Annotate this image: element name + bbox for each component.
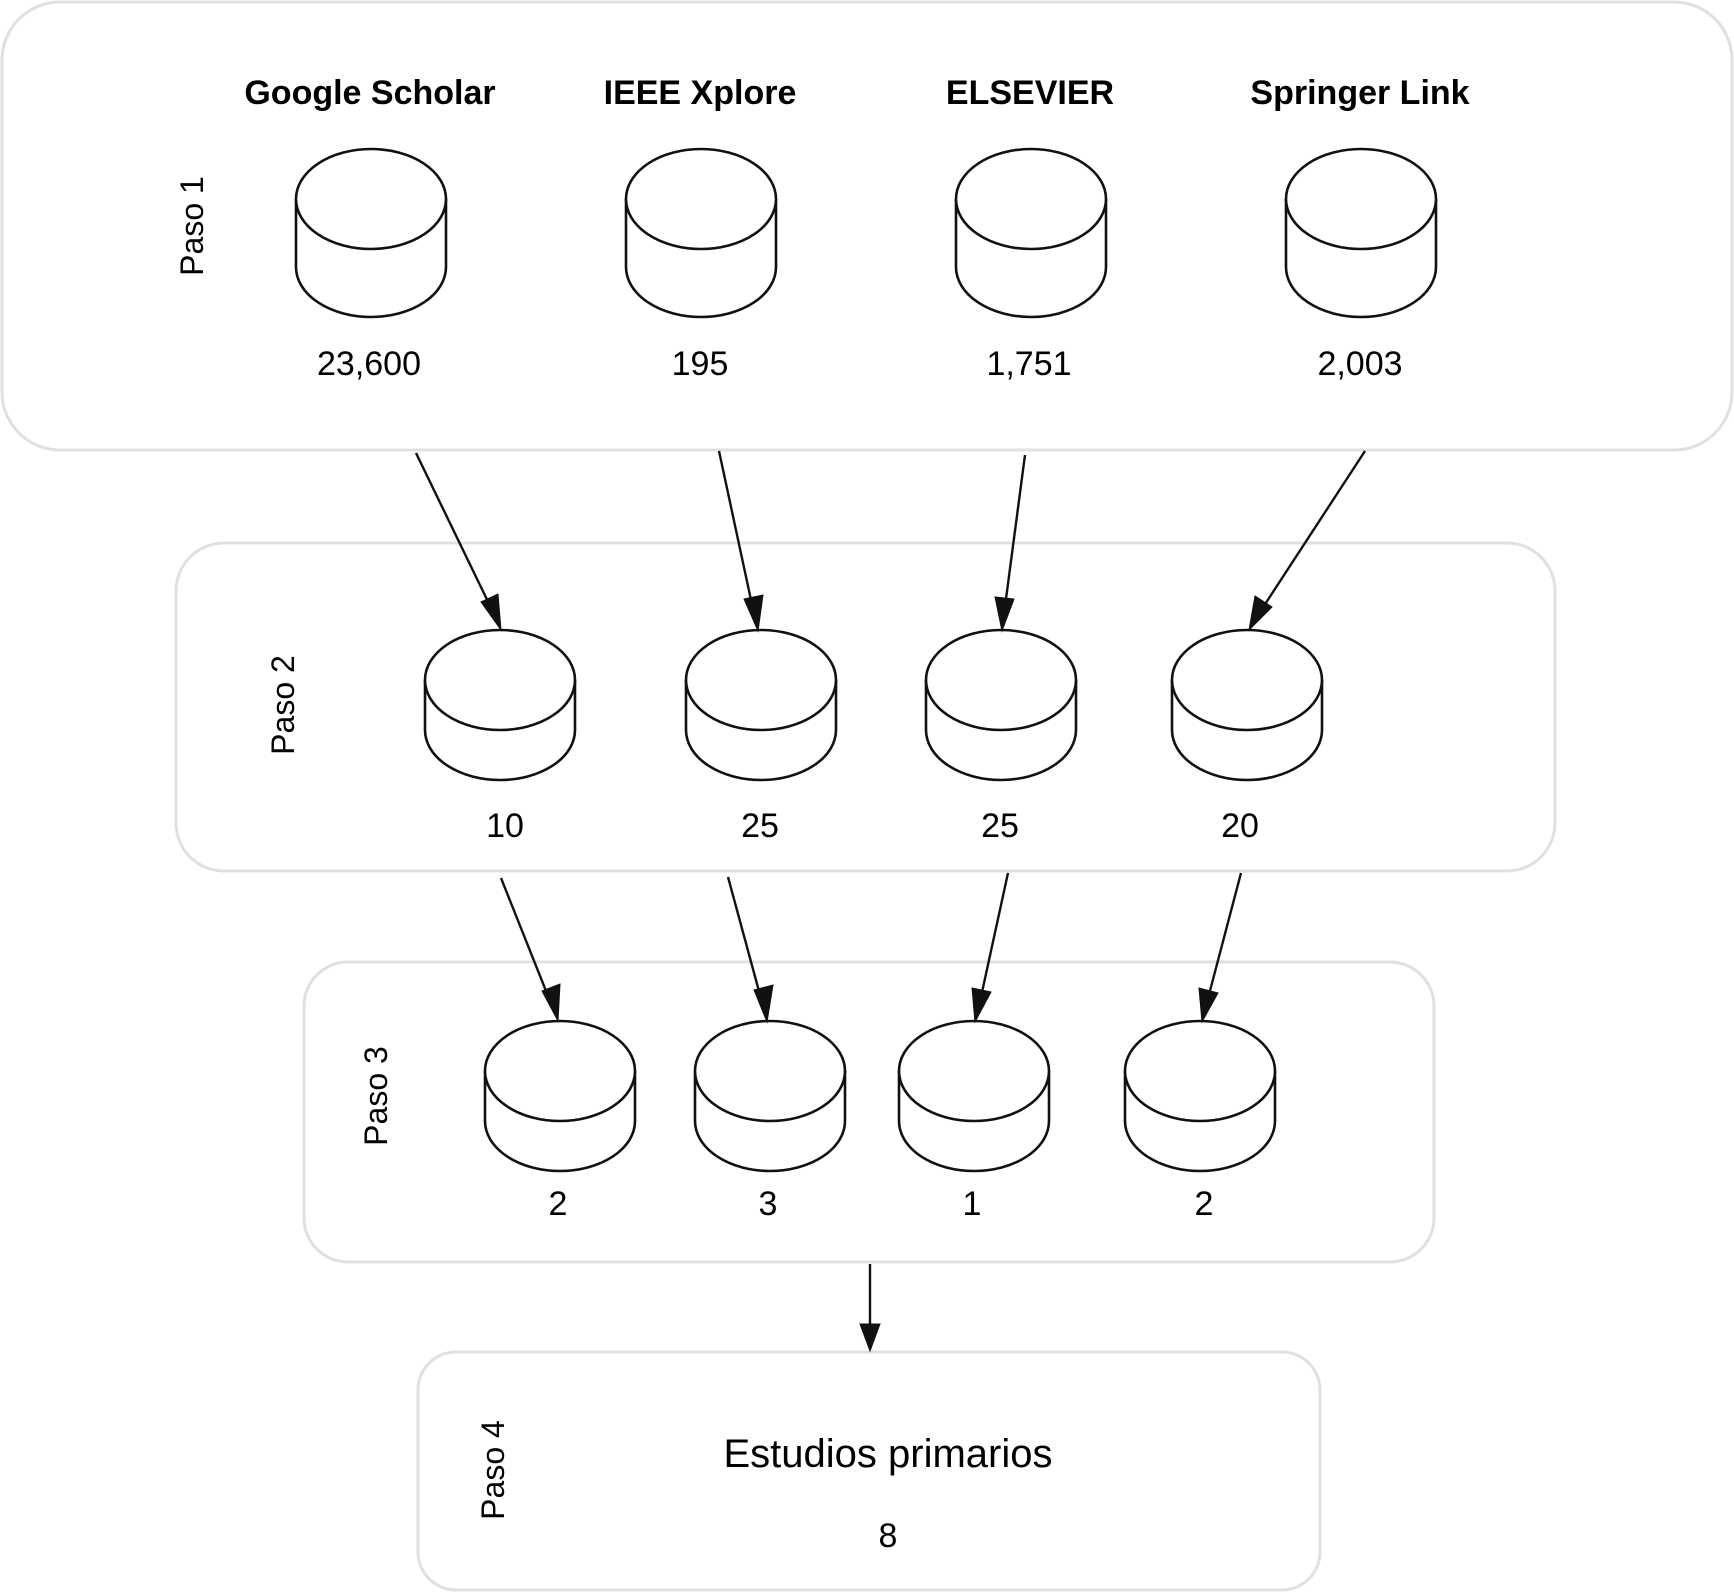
database-icon — [693, 1019, 847, 1173]
source-name-google-scholar: Google Scholar — [244, 74, 495, 112]
database-icon — [624, 147, 778, 319]
primary-studies-count: 8 — [879, 1517, 898, 1555]
arrow — [859, 1264, 881, 1353]
arrow — [499, 877, 561, 1023]
arrow — [971, 872, 1010, 1024]
arrow — [726, 876, 774, 1024]
source-name-springer-link: Springer Link — [1250, 74, 1469, 112]
database-icon — [897, 1019, 1051, 1173]
step3-count-elsevier: 1 — [963, 1185, 982, 1223]
database-icon — [294, 147, 448, 319]
step1-count-google-scholar: 23,600 — [317, 345, 421, 383]
step3-label: Paso 3 — [358, 1046, 394, 1146]
step2-count-springer-link: 20 — [1221, 807, 1259, 845]
arrow — [717, 450, 764, 633]
database-icon — [954, 147, 1108, 319]
arrow — [1198, 872, 1243, 1024]
database-icon — [483, 1019, 637, 1173]
step2-panel — [174, 541, 1557, 873]
arrow — [414, 452, 502, 632]
source-name-ieee-xplore: IEEE Xplore — [604, 74, 797, 112]
step4-panel — [416, 1350, 1322, 1592]
database-icon — [423, 628, 577, 782]
database-icon — [1123, 1019, 1277, 1173]
step4-label: Paso 4 — [475, 1420, 511, 1520]
step3-count-google-scholar: 2 — [549, 1185, 568, 1223]
step3-count-springer-link: 2 — [1195, 1185, 1214, 1223]
step3-count-ieee-xplore: 3 — [759, 1185, 778, 1223]
database-icon — [924, 628, 1078, 782]
step1-label: Paso 1 — [174, 176, 210, 276]
database-icon — [1284, 147, 1438, 319]
step1-count-springer-link: 2,003 — [1317, 345, 1402, 383]
step1-panel — [0, 0, 1734, 452]
source-name-elsevier: ELSEVIER — [946, 74, 1114, 112]
step2-count-google-scholar: 10 — [486, 807, 524, 845]
arrow — [1248, 450, 1367, 632]
step1-count-ieee-xplore: 195 — [672, 345, 729, 383]
step2-count-ieee-xplore: 25 — [741, 807, 779, 845]
step2-count-elsevier: 25 — [981, 807, 1019, 845]
arrow — [994, 454, 1027, 633]
step1-count-elsevier: 1,751 — [986, 345, 1071, 383]
primary-studies-title: Estudios primarios — [723, 1432, 1052, 1476]
database-icon — [1170, 628, 1324, 782]
database-icon — [684, 628, 838, 782]
step2-label: Paso 2 — [265, 655, 301, 755]
